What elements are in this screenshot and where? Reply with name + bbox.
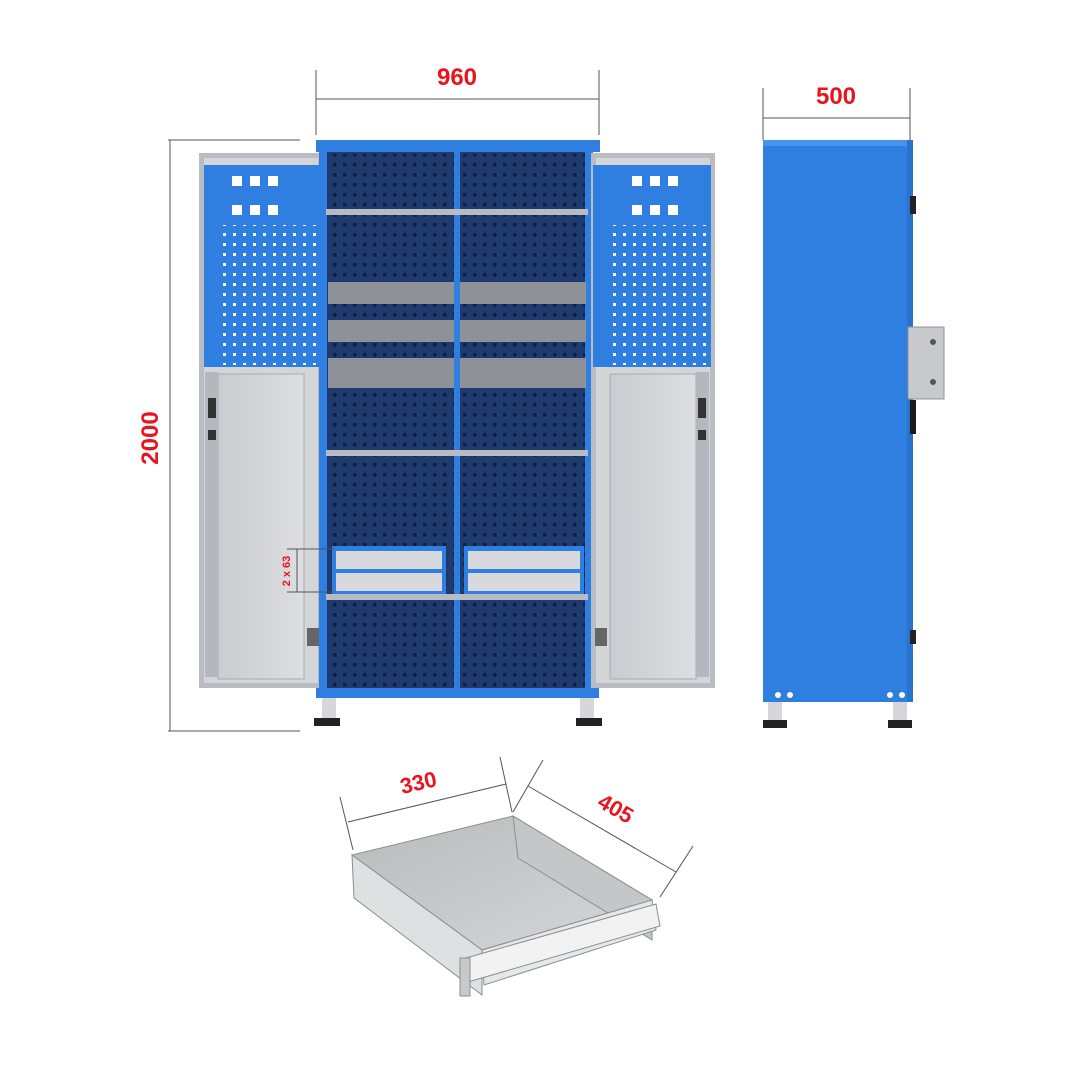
- drawer-unit-left: [332, 546, 446, 594]
- drawer-height-label: 2 x 63: [281, 556, 293, 587]
- drawer-width-label: 330: [398, 766, 439, 799]
- left-door: [199, 153, 323, 688]
- lock-bracket: [907, 326, 945, 434]
- shelf: [326, 209, 588, 215]
- drawer-unit-right: [464, 546, 584, 594]
- front-view: 2 x 63: [199, 140, 715, 726]
- width-label: 960: [437, 64, 477, 91]
- drawer-isometric-view: 330 405: [339, 756, 694, 997]
- shelf: [326, 450, 588, 456]
- height-label: 2000: [137, 411, 164, 464]
- right-door-hooks: [632, 176, 678, 215]
- width-dimension: 960: [315, 64, 600, 135]
- depth-dimension: 500: [762, 83, 911, 140]
- bin-row: [328, 320, 586, 342]
- levelling-feet: [314, 698, 602, 726]
- left-door-hooks: [232, 176, 278, 215]
- drawer-height-dimension: 2 x 63: [281, 548, 334, 593]
- right-door: [591, 153, 715, 688]
- bin-row: [328, 282, 586, 304]
- side-view: [763, 140, 945, 728]
- bin-row: [328, 358, 586, 388]
- depth-label: 500: [816, 83, 856, 110]
- cabinet-body: [314, 140, 602, 726]
- shelf: [326, 594, 588, 600]
- drawer-depth-label: 405: [594, 788, 638, 828]
- height-dimension: 2000: [137, 139, 300, 732]
